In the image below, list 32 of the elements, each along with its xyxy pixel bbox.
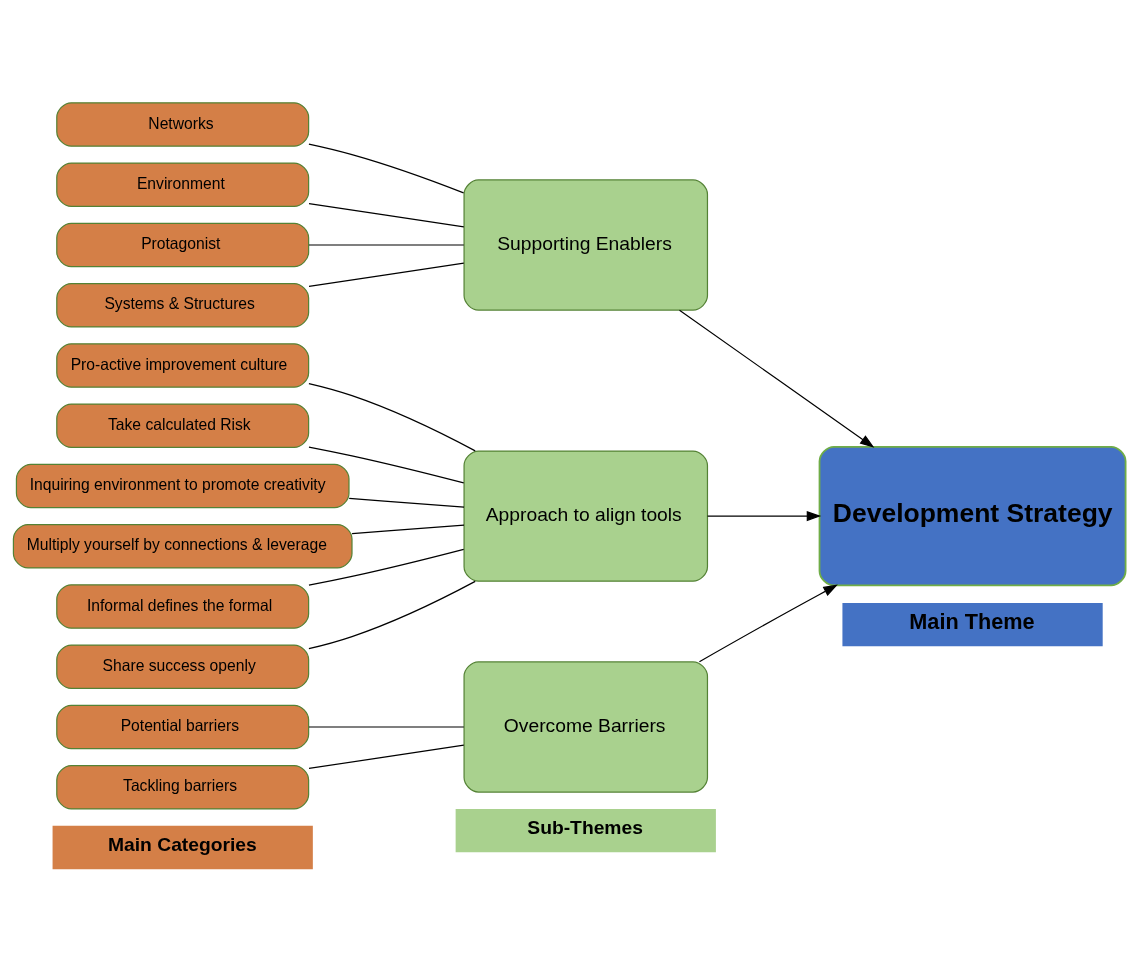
node-box: Potential barriers xyxy=(56,704,310,750)
connector xyxy=(308,382,476,452)
connector xyxy=(348,497,465,508)
node-box: Main Theme xyxy=(842,602,1103,647)
arrow xyxy=(706,511,822,522)
connector xyxy=(308,548,465,586)
connector xyxy=(351,524,465,535)
arrow xyxy=(678,309,875,448)
node-box: Inquiring environment to promote creativity xyxy=(15,463,350,509)
node-box: Systems & Structures xyxy=(56,282,310,328)
connector xyxy=(308,744,465,770)
node-box: Informal defines the formal xyxy=(56,584,310,629)
node-box: Development Strategy xyxy=(818,445,1127,587)
node-box: Supporting Enablers xyxy=(463,179,709,311)
node-box: Main Categories xyxy=(52,825,313,870)
connector xyxy=(308,143,465,194)
node-box: Multiply yourself by connections & leverage xyxy=(12,523,353,569)
node-box: Take calculated Risk xyxy=(56,403,310,449)
node-box: Environment xyxy=(56,162,310,208)
arrow xyxy=(698,584,838,663)
node-box: Pro-active improvement culture xyxy=(56,343,310,388)
node-box: Overcome Barriers xyxy=(463,661,709,793)
node-box: Share success openly xyxy=(56,644,310,690)
node-box: Tackling barriers xyxy=(56,764,310,810)
connector xyxy=(308,202,465,228)
connector xyxy=(308,580,476,650)
node-box: Networks xyxy=(56,102,310,147)
node-box: Sub-Themes xyxy=(455,808,716,853)
connector xyxy=(308,262,465,288)
connector xyxy=(308,446,465,484)
node-box: Protagonist xyxy=(56,222,310,268)
node-box: Approach to align tools xyxy=(463,450,709,582)
